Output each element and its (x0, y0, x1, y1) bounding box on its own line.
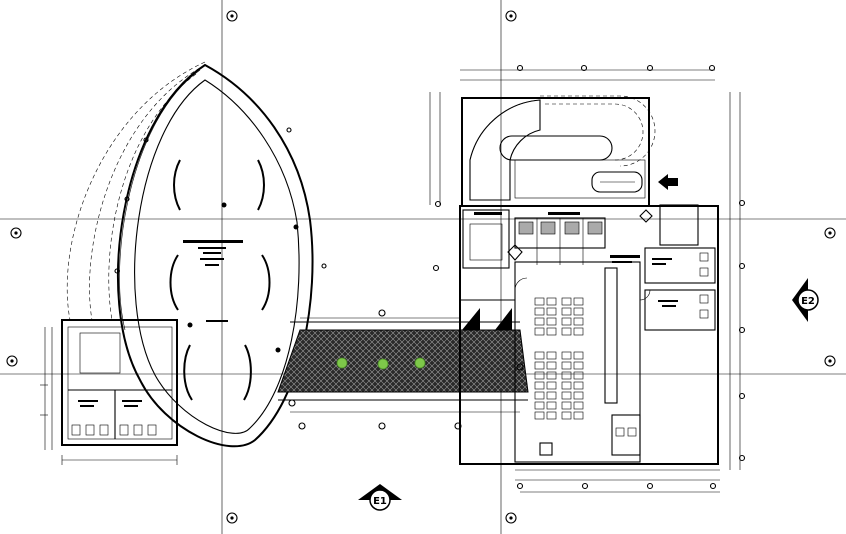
right-building (429, 64, 746, 493)
elevation-marker-icon (358, 484, 402, 511)
desk (573, 307, 584, 316)
desk (561, 381, 572, 390)
grid-bubble-icon (824, 227, 836, 239)
desk (561, 391, 572, 400)
grid-bubble-icon (505, 512, 517, 524)
elevation-label-e1: E1 (373, 496, 387, 507)
tree-icon (377, 358, 389, 370)
desk (546, 411, 557, 420)
grid-bubble-icon (10, 227, 22, 239)
desk (534, 361, 545, 370)
ramp (499, 95, 656, 199)
left-service-block (40, 319, 178, 465)
desk (534, 327, 545, 336)
desk (534, 297, 545, 306)
desk (534, 317, 545, 326)
desk (546, 327, 557, 336)
desk (573, 371, 584, 380)
oval-hall (66, 61, 327, 448)
desk (561, 401, 572, 410)
desk-grid (534, 297, 584, 420)
desk (534, 381, 545, 390)
desk (561, 351, 572, 360)
elevation-label-e2: E2 (801, 296, 815, 307)
desk (561, 307, 572, 316)
central-plaza (277, 309, 529, 430)
desk (561, 297, 572, 306)
desk (534, 307, 545, 316)
spiral-stair (469, 99, 541, 201)
desk (573, 327, 584, 336)
desk (561, 317, 572, 326)
grid-bubble-icon (505, 10, 517, 22)
desk (561, 371, 572, 380)
desk (573, 391, 584, 400)
desk (546, 361, 557, 370)
grid-bubble-icon (6, 355, 18, 367)
desk (546, 307, 557, 316)
desk (534, 351, 545, 360)
desk (534, 401, 545, 410)
desk (573, 401, 584, 410)
grid-bubble-icon (226, 512, 238, 524)
desk (573, 317, 584, 326)
grid-bubble-icon (824, 355, 836, 367)
desk (561, 327, 572, 336)
tree-icon (414, 357, 426, 369)
desk (534, 371, 545, 380)
stair-left (79, 332, 121, 374)
grid-bubbles (6, 10, 836, 524)
desk (573, 297, 584, 306)
desk (573, 351, 584, 360)
elevation-marker-icon (792, 278, 819, 322)
desk (534, 411, 545, 420)
desk (546, 391, 557, 400)
desk (561, 361, 572, 370)
desk (561, 411, 572, 420)
desk (534, 391, 545, 400)
desk (546, 401, 557, 410)
desk (546, 371, 557, 380)
desk (573, 381, 584, 390)
tree-icon (336, 357, 348, 369)
elevation-marker-e2: E2 (792, 278, 819, 322)
desk (573, 411, 584, 420)
desk (546, 317, 557, 326)
desk (573, 361, 584, 370)
elevation-marker-e1: E1 (358, 484, 402, 511)
desk (546, 381, 557, 390)
grid-bubble-icon (226, 10, 238, 22)
entry-arrow-icon (658, 174, 678, 190)
desk (546, 297, 557, 306)
desk (546, 351, 557, 360)
